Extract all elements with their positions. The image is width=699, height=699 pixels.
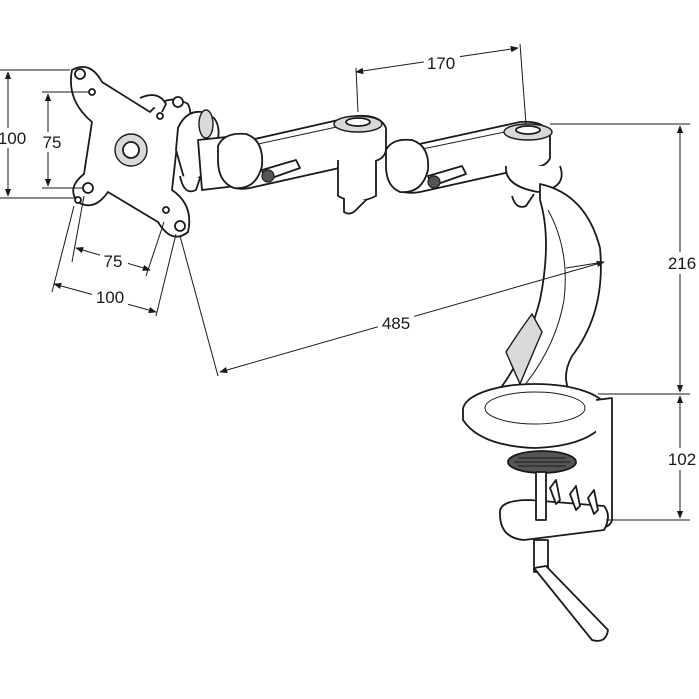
label-pole-height: 216 <box>668 254 696 273</box>
base-disc <box>462 383 608 449</box>
label-arm-segment: 170 <box>427 54 455 73</box>
dimension-labels: 100 75 75 100 170 485 216 102 <box>0 52 699 470</box>
vesa-plate <box>70 66 192 238</box>
label-vesa-inner-height: 75 <box>43 133 62 152</box>
label-total-reach: 485 <box>382 314 410 333</box>
label-vesa-outer-height: 100 <box>0 129 26 148</box>
first-arm <box>217 114 387 215</box>
stand-pole <box>495 165 605 397</box>
second-arm <box>385 120 553 194</box>
desk-clamp <box>499 397 613 642</box>
label-clamp-height: 102 <box>668 450 696 469</box>
label-vesa-outer-width: 100 <box>96 288 124 307</box>
label-vesa-inner-width: 75 <box>104 252 123 271</box>
